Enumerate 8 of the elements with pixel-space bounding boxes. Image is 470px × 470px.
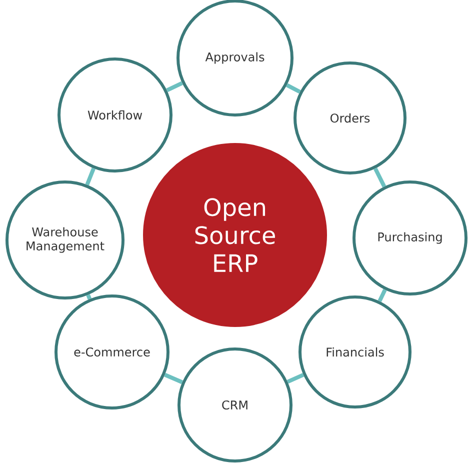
connector-line: [373, 168, 386, 188]
connector-line: [164, 372, 183, 384]
connector-line: [286, 373, 304, 384]
connector-line: [85, 168, 96, 186]
connector-line: [166, 81, 184, 92]
connector-line: [286, 83, 301, 94]
connector-line: [378, 288, 387, 302]
connector-line: [86, 294, 92, 300]
